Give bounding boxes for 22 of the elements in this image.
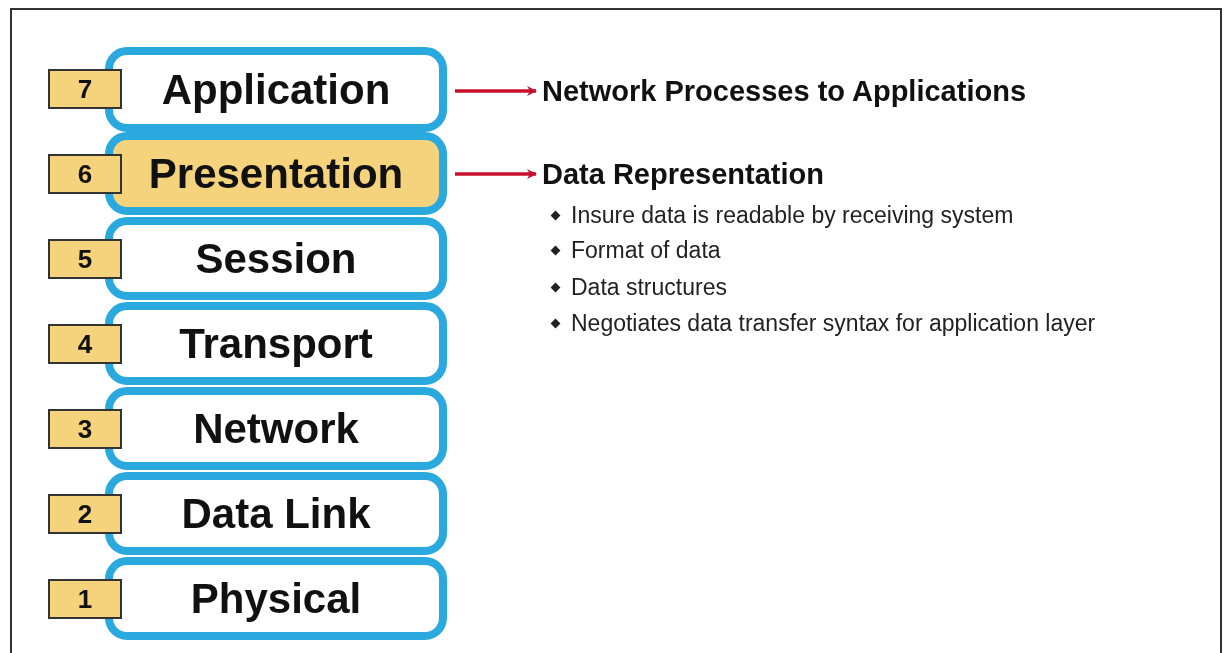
- heading-text: Data Representation: [542, 153, 824, 195]
- layer-box: Application: [105, 47, 447, 132]
- bullet-text: Data structures: [571, 273, 728, 302]
- layer-box: Session: [105, 217, 447, 300]
- layer-box: Transport: [105, 302, 447, 385]
- layer-number-box: 5: [48, 239, 122, 279]
- layer-number-box: 1: [48, 579, 122, 619]
- layer-box: Data Link: [105, 472, 447, 555]
- heading-text: Network Processes to Applications: [542, 70, 1026, 112]
- bullet-text: Negotiates data transfer syntax for application layer: [571, 309, 1097, 338]
- layer-box: Network: [105, 387, 447, 470]
- layer-number-box: 7: [48, 69, 122, 109]
- layer-box: Presentation: [105, 132, 447, 215]
- bullet-text: Insure data is readable by receiving system: [571, 201, 1015, 230]
- layer-number-box: 4: [48, 324, 122, 364]
- layer-number-box: 2: [48, 494, 122, 534]
- layer-number-box: 3: [48, 409, 122, 449]
- arrow: [455, 169, 537, 179]
- arrow: [455, 86, 537, 96]
- layer-number-box: 6: [48, 154, 122, 194]
- bullet-text: Format of data: [571, 236, 722, 265]
- layer-box: Physical: [105, 557, 447, 640]
